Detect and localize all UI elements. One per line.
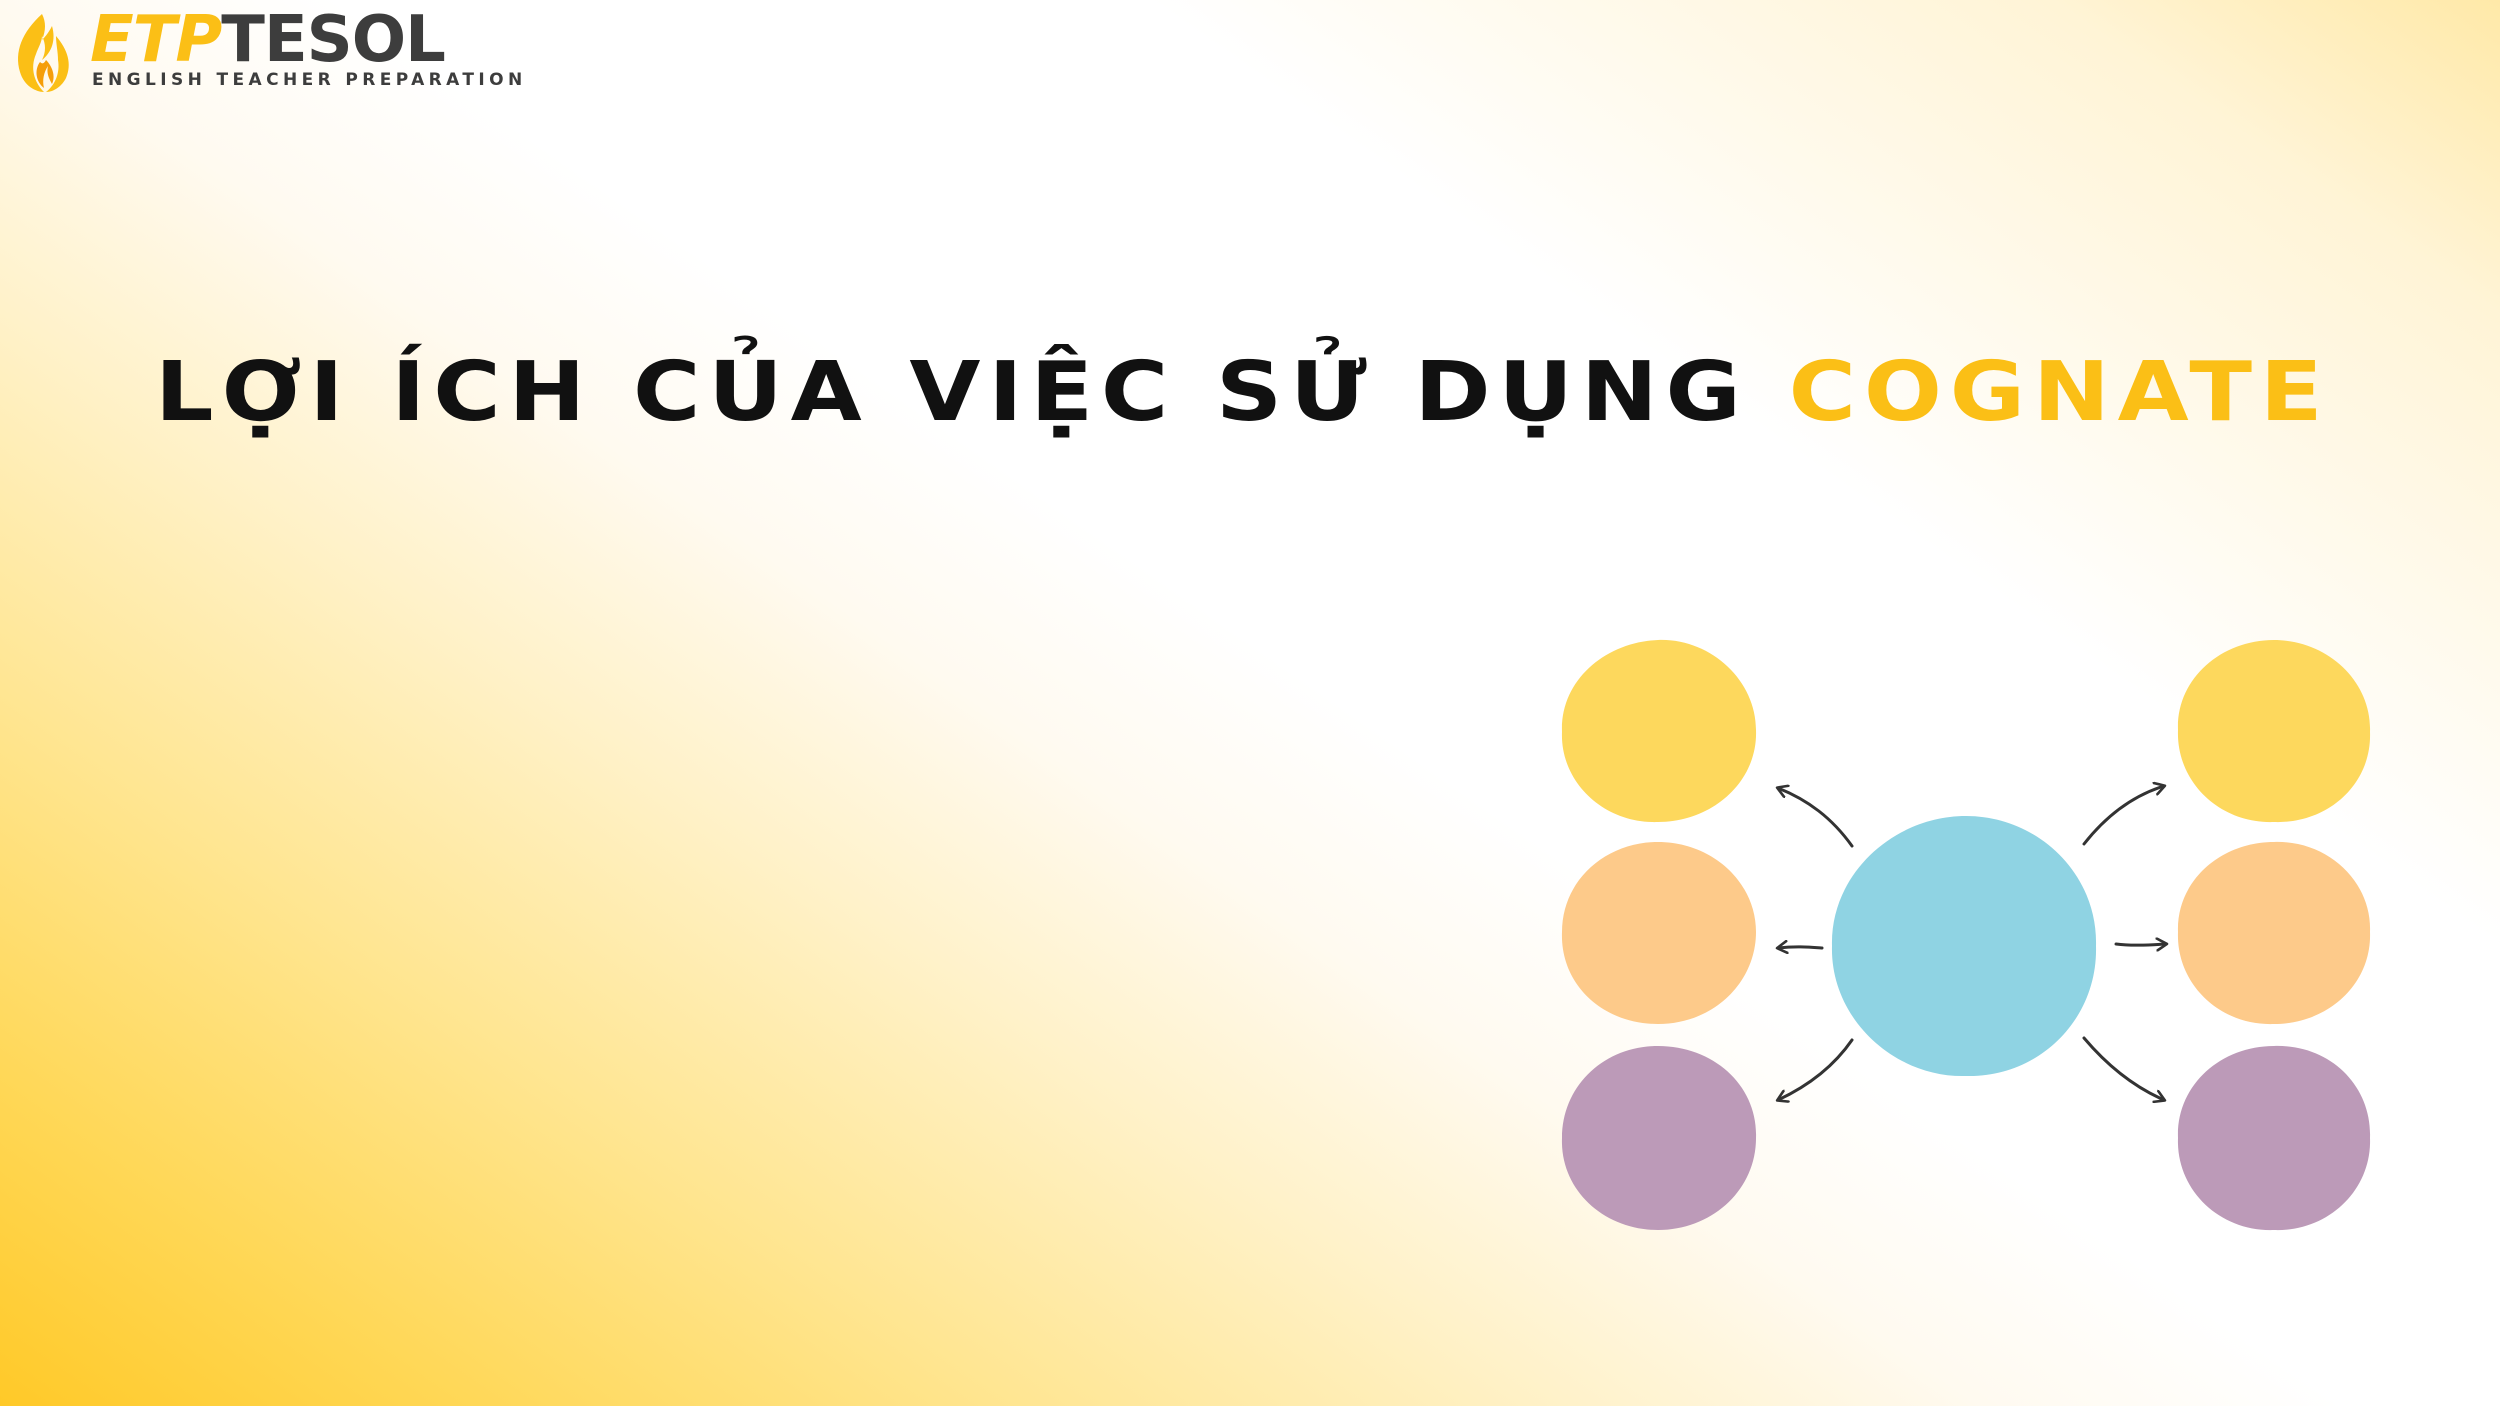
arrow-to-right-middle	[2114, 944, 2166, 945]
logo-tesol: TESOL	[221, 3, 446, 77]
logo-etp: ETP	[90, 3, 222, 77]
logo-tagline: ENGLISH TEACHER PREPARATION	[92, 70, 527, 90]
bubble-right-bottom	[2177, 1045, 2371, 1231]
bubble-right-top	[2177, 640, 2371, 823]
arrow-to-left-bottom	[1778, 1038, 1854, 1100]
arrow-to-right-bottom	[2082, 1036, 2164, 1100]
bubble-center	[1831, 816, 2097, 1077]
arrow-to-left-top	[1778, 788, 1854, 848]
title-main-text: LỢI ÍCH CỦA VIỆC SỬ DỤNG	[155, 345, 1789, 440]
mind-map-diagram	[1561, 639, 2371, 1231]
bubble-left-bottom	[1561, 1046, 1757, 1230]
flame-logo-icon	[18, 14, 69, 92]
slide-title: LỢI ÍCH CỦA VIỆC SỬ DỤNG COGNATE	[155, 338, 2331, 448]
bubble-right-middle	[2177, 841, 2371, 1025]
etp-tesol-logo: ETPTESOL ENGLISH TEACHER PREPARATION	[12, 4, 522, 96]
logo-wordmark: ETPTESOL	[90, 3, 446, 77]
bubble-left-middle	[1561, 842, 1756, 1024]
arrow-to-right-top	[2082, 786, 2164, 846]
bubble-left-top	[1561, 639, 1757, 823]
arrow-to-left-middle	[1778, 947, 1824, 948]
title-highlight-text: COGNATE	[1788, 345, 2331, 440]
